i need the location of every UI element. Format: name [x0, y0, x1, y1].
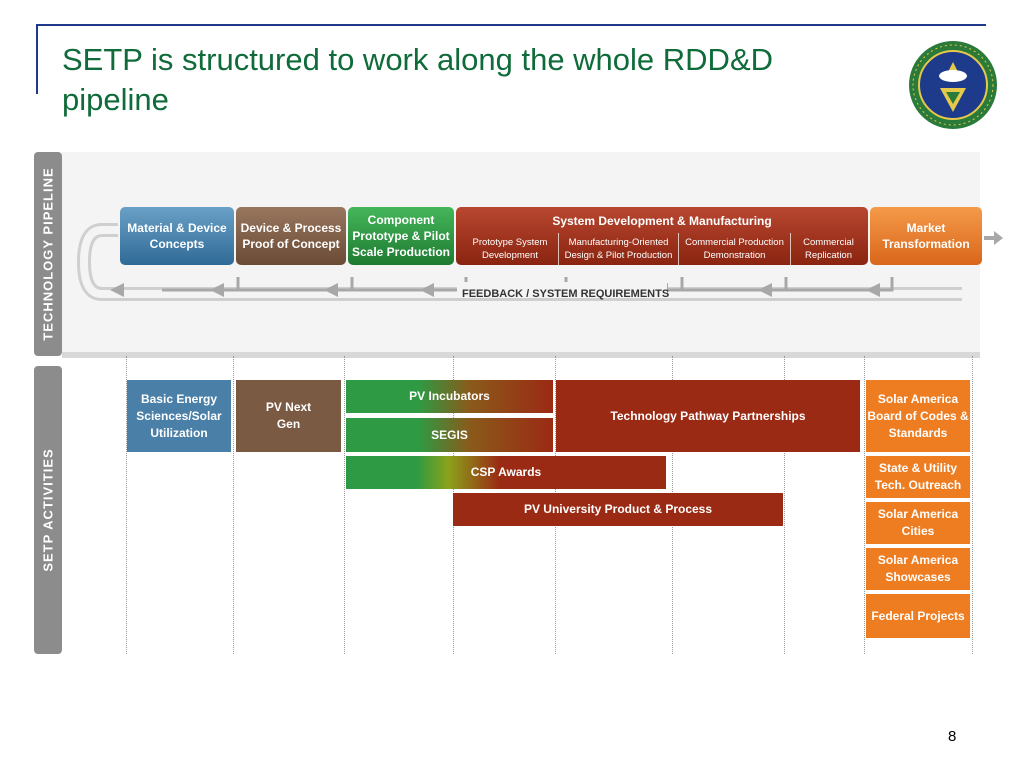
- activity-pv-next-gen: PV Next Gen: [236, 380, 341, 452]
- page-number: 8: [948, 728, 957, 745]
- stage-system-development: System Development & Manufacturing: [456, 207, 868, 265]
- stage-market-transformation: Market Transformation: [870, 207, 982, 265]
- activity-pv-university: PV University Product & Process: [453, 493, 783, 526]
- grid-line: [126, 356, 127, 654]
- activity-federal-projects: Federal Projects: [866, 594, 970, 638]
- substage-commercial-production: Commercial Production Demonstration: [678, 233, 790, 265]
- stage-component-prototype: Component Prototype & Pilot Scale Produc…: [348, 207, 454, 265]
- slide-title: SETP is structured to work along the who…: [62, 42, 774, 117]
- grid-line: [972, 356, 973, 654]
- activity-csp-awards: CSP Awards: [346, 456, 666, 489]
- setp-activities-label: SETP ACTIVITIES: [34, 366, 62, 654]
- grid-line: [784, 356, 785, 654]
- substage-manufacturing-oriented: Manufacturing-Oriented Design & Pilot Pr…: [558, 233, 678, 265]
- stage-device-process: Device & Process Proof of Concept: [236, 207, 346, 265]
- grid-line: [233, 356, 234, 654]
- technology-pipeline-label: TECHNOLOGY PIPELINE: [34, 152, 62, 356]
- pipeline-shadow: [62, 352, 980, 358]
- activity-basic-energy: Basic Energy Sciences/Solar Utilization: [127, 380, 231, 452]
- grid-line: [864, 356, 865, 654]
- activity-tech-outreach: State & Utility Tech. Outreach: [866, 456, 970, 498]
- activity-pv-incubators: PV Incubators: [346, 380, 553, 413]
- stage-material-device: Material & Device Concepts: [120, 207, 234, 265]
- frame-top-rule: [38, 24, 986, 26]
- activity-segis: SEGIS: [346, 418, 553, 452]
- activity-technology-pathway-partnerships: Technology Pathway Partnerships: [556, 380, 860, 452]
- activity-board-of-codes: Solar America Board of Codes & Standards: [866, 380, 970, 452]
- substage-prototype-system: Prototype System Development: [472, 237, 548, 261]
- activity-solar-america-cities: Solar America Cities: [866, 502, 970, 544]
- frame-left-rule: [36, 24, 38, 94]
- doe-seal-icon: [909, 41, 997, 129]
- feedback-label: FEEDBACK / SYSTEM REQUIREMENTS: [462, 288, 670, 300]
- feedback-arrows: [76, 223, 980, 301]
- activity-solar-america-showcases: Solar America Showcases: [866, 548, 970, 590]
- grid-line: [344, 356, 345, 654]
- substage-commercial-replication: Commercial Replication: [790, 233, 866, 265]
- pipeline-arrow-icon: [984, 231, 1003, 245]
